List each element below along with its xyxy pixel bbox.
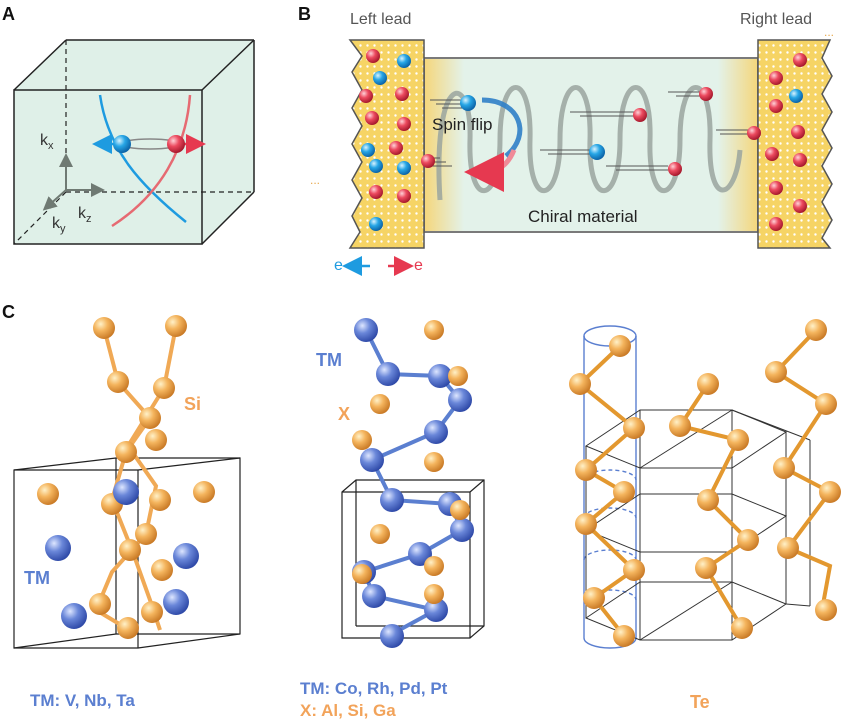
tm-atoms-left (45, 479, 199, 629)
structure-left: Si TM TM: V, Nb, Ta (13, 315, 241, 710)
te-atoms (569, 319, 841, 647)
cube-face (14, 40, 254, 244)
si-bonds (93, 325, 178, 631)
channel-electron (421, 154, 435, 168)
caption-middle-tm: TM: Co, Rh, Pd, Pt (300, 679, 448, 698)
structure-right: Te (569, 319, 841, 712)
caption-left: TM: V, Nb, Ta (30, 691, 135, 710)
cube-edges (13, 39, 255, 245)
label-tm-left: TM (24, 568, 50, 588)
channel-electron (668, 162, 682, 176)
chiral-material-label: Chiral material (528, 207, 638, 226)
ellipsis-right: ... (824, 25, 834, 39)
unit-cell-right (584, 409, 811, 641)
legend-e-right: e (414, 257, 423, 274)
channel-electron (699, 87, 713, 101)
axis-kx-label: kx (40, 132, 54, 152)
spin-flip-arrow-top (481, 97, 523, 158)
label-tm-middle: TM (316, 350, 342, 370)
channel-electron (589, 144, 605, 160)
panel-c-letter: C (2, 302, 15, 322)
electron-spin-red (167, 135, 185, 153)
spin-flip-label: Spin flip (432, 115, 492, 134)
channel-electron (633, 108, 647, 122)
k-axes (42, 153, 105, 211)
left-lead-label: Left lead (350, 11, 411, 28)
ellipsis-left: ... (310, 173, 320, 187)
panel-b: B Left lead Right lead ... ... (298, 4, 834, 276)
channel-electron (747, 126, 761, 140)
panel-a-letter: A (2, 4, 15, 24)
panel-b-letter: B (298, 4, 311, 24)
chiral-channel (423, 57, 759, 233)
electron-spin-blue (113, 135, 131, 153)
si-atoms (37, 315, 215, 639)
left-lead (348, 39, 425, 249)
panel-c: C (2, 302, 841, 720)
channel-electron (460, 95, 476, 111)
caption-middle-x: X: Al, Si, Ga (300, 701, 396, 720)
axis-ky-label: ky (52, 215, 66, 235)
x-atoms-middle (352, 320, 470, 604)
label-x: X (338, 404, 350, 424)
motion-trails (424, 91, 748, 171)
unit-cell-left (13, 457, 241, 649)
band-curve-blue (98, 94, 187, 223)
structure-middle: TM X TM: Co, Rh, Pd, Pt X: Al, Si, Ga (300, 318, 485, 720)
left-lead-electrons (359, 49, 411, 231)
axis-kz-label: kz (78, 205, 92, 225)
band-curve-red (111, 94, 192, 228)
right-lead (757, 39, 833, 249)
legend-e-left: e (334, 257, 343, 274)
right-lead-label: Right lead (740, 11, 812, 28)
caption-right: Te (690, 692, 710, 712)
unit-cell-middle (341, 479, 485, 639)
spin-flip-arrow-bottom (464, 148, 517, 192)
label-si: Si (184, 394, 201, 414)
right-lead-electrons (765, 53, 807, 231)
panel-a: A kx ky kz (2, 4, 255, 245)
